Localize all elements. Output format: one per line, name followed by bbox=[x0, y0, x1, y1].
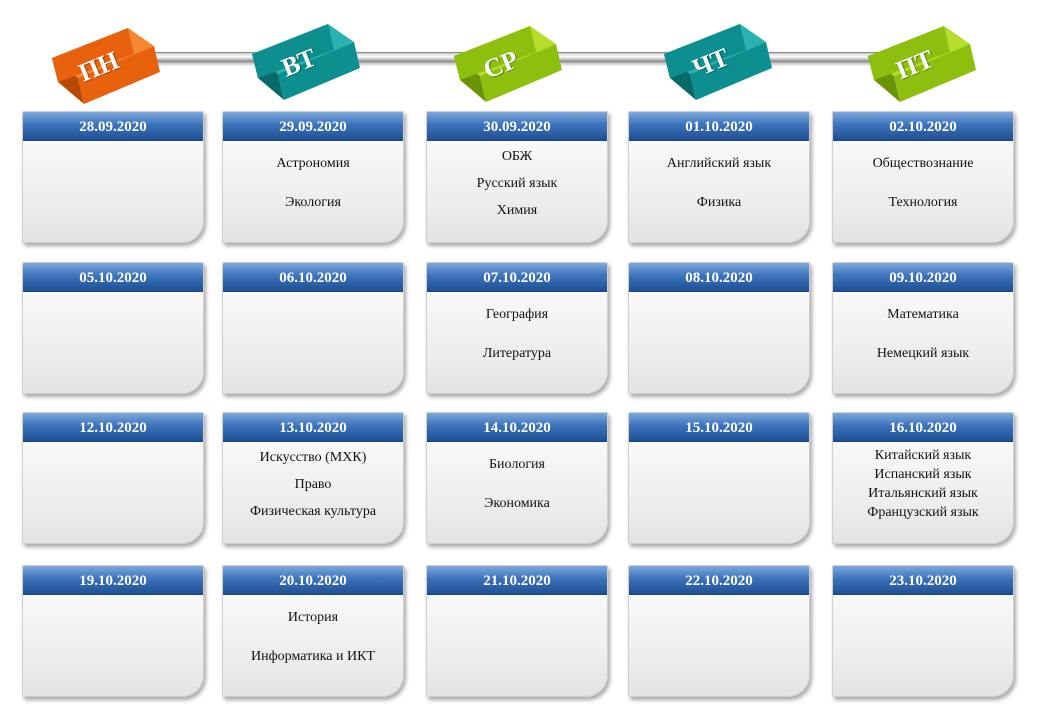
subject-item: Химия bbox=[496, 202, 538, 218]
card-date: 20.10.2020 bbox=[223, 566, 403, 595]
card-date: 12.10.2020 bbox=[23, 413, 203, 442]
card-subjects bbox=[629, 596, 809, 696]
subject-item: Право bbox=[294, 476, 332, 492]
card-date: 05.10.2020 bbox=[23, 263, 203, 292]
card-date: 22.10.2020 bbox=[629, 566, 809, 595]
day-cube-5: ПТ bbox=[866, 16, 976, 106]
subject-item: Экология bbox=[285, 195, 341, 210]
subject-item: Информатика и ИКТ bbox=[251, 649, 375, 664]
subject-item: Русский язык bbox=[476, 175, 558, 191]
card-subjects bbox=[23, 293, 203, 393]
day-timeline: ПН ВТ СР ЧТ ПТ bbox=[0, 0, 1040, 110]
subject-item: Итальянский язык bbox=[868, 486, 978, 501]
card-date: 09.10.2020 bbox=[833, 263, 1013, 292]
card-subjects bbox=[833, 596, 1013, 696]
day-cube-1: ПН bbox=[50, 18, 160, 108]
card-date: 02.10.2020 bbox=[833, 112, 1013, 141]
subject-item: Обществознание bbox=[872, 156, 974, 171]
day-card: 05.10.2020 bbox=[22, 262, 204, 394]
subject-item: Французский язык bbox=[867, 505, 979, 520]
card-date: 01.10.2020 bbox=[629, 112, 809, 141]
card-subjects bbox=[427, 596, 607, 696]
card-subjects bbox=[23, 596, 203, 696]
card-date: 19.10.2020 bbox=[23, 566, 203, 595]
card-date: 08.10.2020 bbox=[629, 263, 809, 292]
card-date: 30.09.2020 bbox=[427, 112, 607, 141]
day-card: 15.10.2020 bbox=[628, 412, 810, 544]
card-date: 16.10.2020 bbox=[833, 413, 1013, 442]
card-date: 14.10.2020 bbox=[427, 413, 607, 442]
subject-item: Литература bbox=[482, 346, 552, 361]
day-card: 08.10.2020 bbox=[628, 262, 810, 394]
subject-item: Физика bbox=[696, 195, 742, 210]
subject-item: Математика bbox=[887, 307, 959, 322]
card-subjects bbox=[223, 293, 403, 393]
subject-item: История bbox=[287, 610, 339, 625]
subject-item: Технология bbox=[888, 195, 958, 210]
subject-item: Испанский язык bbox=[874, 467, 972, 482]
day-card: 23.10.2020 bbox=[832, 565, 1014, 697]
day-card: 21.10.2020 bbox=[426, 565, 608, 697]
day-cube-3: СР bbox=[452, 16, 562, 106]
subject-item: Немецкий язык bbox=[876, 346, 970, 361]
day-card: 06.10.2020 bbox=[222, 262, 404, 394]
day-cube-4: ЧТ bbox=[662, 14, 772, 104]
subject-item: Английский язык bbox=[666, 156, 772, 171]
day-card: 19.10.2020 bbox=[22, 565, 204, 697]
card-subjects bbox=[23, 142, 203, 242]
subject-item: Физическая культура bbox=[249, 503, 377, 519]
day-card: 22.10.2020 bbox=[628, 565, 810, 697]
day-card: 12.10.2020 bbox=[22, 412, 204, 544]
card-date: 07.10.2020 bbox=[427, 263, 607, 292]
card-date: 29.09.2020 bbox=[223, 112, 403, 141]
subject-item: География bbox=[485, 307, 549, 322]
card-subjects bbox=[629, 293, 809, 393]
day-cube-2: ВТ bbox=[250, 14, 360, 104]
card-date: 28.09.2020 bbox=[23, 112, 203, 141]
subject-item: ОБЖ bbox=[501, 148, 533, 164]
subject-item: Астрономия bbox=[276, 156, 350, 171]
card-date: 23.10.2020 bbox=[833, 566, 1013, 595]
card-date: 13.10.2020 bbox=[223, 413, 403, 442]
subject-item: Экономика bbox=[484, 496, 550, 511]
subject-item: Биология bbox=[488, 457, 545, 472]
card-date: 15.10.2020 bbox=[629, 413, 809, 442]
subject-item: Искусство (МХК) bbox=[259, 449, 367, 465]
card-subjects bbox=[629, 443, 809, 543]
card-subjects bbox=[23, 443, 203, 543]
day-card: 28.09.2020 bbox=[22, 111, 204, 243]
card-date: 21.10.2020 bbox=[427, 566, 607, 595]
subject-item: Китайский язык bbox=[874, 448, 972, 463]
card-date: 06.10.2020 bbox=[223, 263, 403, 292]
